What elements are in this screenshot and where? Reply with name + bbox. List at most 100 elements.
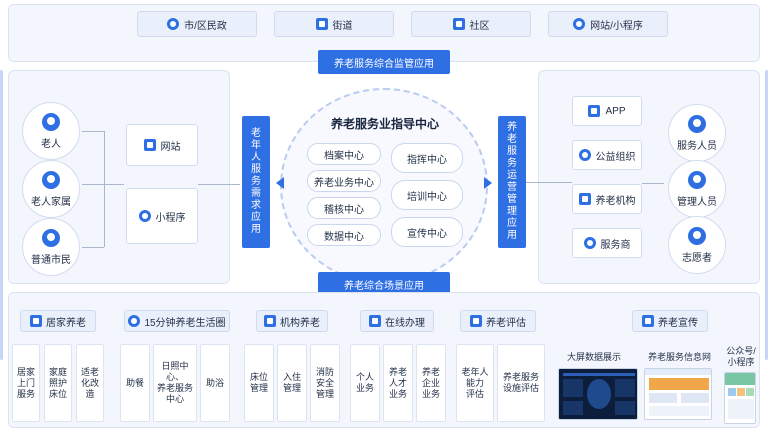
user-manager[interactable]: 管理人员 <box>668 160 726 218</box>
top-entry-community[interactable]: 社区 <box>411 11 531 37</box>
provider-icon <box>583 237 596 249</box>
community-icon <box>452 18 465 30</box>
site-header <box>645 369 711 375</box>
staff-icon <box>688 114 706 133</box>
center-pill-archive[interactable]: 档案中心 <box>307 143 381 165</box>
user-label: 老人 <box>41 138 61 150</box>
center-pill-publicity[interactable]: 宣传中心 <box>391 217 463 247</box>
category-online-service[interactable]: 在线办理 <box>360 310 434 332</box>
user-family[interactable]: 老人家属 <box>22 160 80 218</box>
home-icon <box>30 315 42 327</box>
channel-app[interactable]: APP <box>572 96 642 126</box>
demand-app-bar[interactable]: 老年人服务需求应用 <box>242 116 270 248</box>
sub-item[interactable]: 养老服务 设施评估 <box>497 344 545 422</box>
category-institution-care[interactable]: 机构养老 <box>256 310 328 332</box>
connector <box>82 131 104 132</box>
top-entry-label: 街道 <box>332 20 353 32</box>
dashboard-widget <box>615 401 635 415</box>
center-pill-data[interactable]: 数据中心 <box>307 224 381 246</box>
center-pill-business[interactable]: 养老业务中心 <box>307 170 381 192</box>
supervision-app-label: 养老服务综合监管应用 <box>334 58 434 70</box>
dashboard-widget <box>615 379 635 397</box>
category-evaluation[interactable]: 养老评估 <box>460 310 536 332</box>
top-entry-city-civil[interactable]: 市/区民政 <box>137 11 257 37</box>
top-entry-label: 网站/小程序 <box>590 20 643 32</box>
sub-item[interactable]: 助浴 <box>200 344 230 422</box>
channel-label: APP <box>605 105 626 117</box>
center-pill-command[interactable]: 指挥中心 <box>391 143 463 173</box>
sub-item[interactable]: 日照中心、 养老服务 中心 <box>153 344 197 422</box>
user-citizen[interactable]: 普通市民 <box>22 218 80 276</box>
supervision-app-bar[interactable]: 养老服务综合监管应用 <box>318 50 450 74</box>
user-staff[interactable]: 服务人员 <box>668 104 726 162</box>
citizen-icon <box>42 228 60 247</box>
connector <box>198 184 240 185</box>
site-block <box>649 406 709 416</box>
mp-tile <box>737 388 745 396</box>
sub-item[interactable]: 居家 上门 服务 <box>12 344 40 422</box>
elder-icon <box>42 112 60 131</box>
operation-app-bar[interactable]: 养老服务运营管理应用 <box>498 116 526 248</box>
link-icon <box>573 18 586 30</box>
channel-label: 服务商 <box>600 239 631 251</box>
user-label: 老人家属 <box>31 196 71 208</box>
top-entry-label: 社区 <box>469 20 490 32</box>
dashboard-screenshot[interactable] <box>558 368 638 420</box>
center-pill-training[interactable]: 培训中心 <box>391 180 463 210</box>
institution-icon <box>578 193 591 205</box>
top-entry-street[interactable]: 街道 <box>274 11 394 37</box>
channel-miniprogram[interactable]: 小程序 <box>126 188 198 244</box>
site-banner <box>649 378 709 390</box>
channel-provider[interactable]: 服务商 <box>572 228 642 258</box>
sub-item[interactable]: 床位 管理 <box>244 344 274 422</box>
center-pill-audit[interactable]: 稽核中心 <box>307 197 381 219</box>
user-label: 普通市民 <box>31 254 71 266</box>
channel-institution[interactable]: 养老机构 <box>572 184 642 214</box>
info-website-screenshot[interactable] <box>644 368 712 420</box>
sub-item[interactable]: 家庭 照护 床位 <box>44 344 72 422</box>
user-volunteer[interactable]: 志愿者 <box>668 216 726 274</box>
channel-label: 养老机构 <box>595 195 636 207</box>
promo-caption: 大屏数据展示 <box>567 352 622 362</box>
category-publicity[interactable]: 养老宣传 <box>632 310 708 332</box>
category-label: 养老宣传 <box>658 317 698 329</box>
sub-item[interactable]: 助餐 <box>120 344 150 422</box>
sub-item[interactable]: 个人 业务 <box>350 344 380 422</box>
connector <box>82 247 104 248</box>
sub-item[interactable]: 养老 人才 业务 <box>383 344 413 422</box>
institution-icon <box>264 315 276 327</box>
sub-item[interactable]: 养老 企业 业务 <box>416 344 446 422</box>
channel-label: 小程序 <box>155 212 186 224</box>
user-label: 志愿者 <box>682 252 712 264</box>
channel-website[interactable]: 网站 <box>126 124 198 166</box>
channel-charity[interactable]: 公益组织 <box>572 140 642 170</box>
user-elder[interactable]: 老人 <box>22 102 80 160</box>
connector <box>642 183 664 184</box>
category-15min-circle[interactable]: 15分钟养老生活圈 <box>124 310 230 332</box>
site-block <box>649 393 677 403</box>
site-block <box>681 393 709 403</box>
promo-caption: 公众号/ 小程序 <box>726 346 756 367</box>
sub-item[interactable]: 入住 管理 <box>277 344 307 422</box>
promo-caption: 养老服务信息网 <box>648 352 712 362</box>
connector <box>104 131 105 247</box>
category-label: 15分钟养老生活圈 <box>144 317 226 329</box>
connector <box>526 182 572 183</box>
sub-item[interactable]: 老年人 能力 评估 <box>456 344 494 422</box>
demand-app-label: 老年人服务需求应用 <box>251 128 261 235</box>
family-icon <box>42 170 60 189</box>
operation-app-label: 养老服务运营管理应用 <box>507 122 517 241</box>
miniprogram-screenshot[interactable] <box>724 372 756 424</box>
user-label: 服务人员 <box>677 140 717 152</box>
edit-icon <box>369 315 381 327</box>
arrow-right <box>484 177 492 189</box>
category-home-care[interactable]: 居家养老 <box>20 310 96 332</box>
manager-icon <box>688 170 706 189</box>
volunteer-icon <box>688 226 706 245</box>
mp-tile <box>728 388 736 396</box>
sub-item[interactable]: 适老 化改 造 <box>76 344 104 422</box>
top-entry-website-miniprogram[interactable]: 网站/小程序 <box>548 11 668 37</box>
center-title: 养老服务业指导中心 <box>330 117 439 131</box>
dashboard-globe <box>587 379 611 409</box>
sub-item[interactable]: 消防 安全 管理 <box>310 344 340 422</box>
